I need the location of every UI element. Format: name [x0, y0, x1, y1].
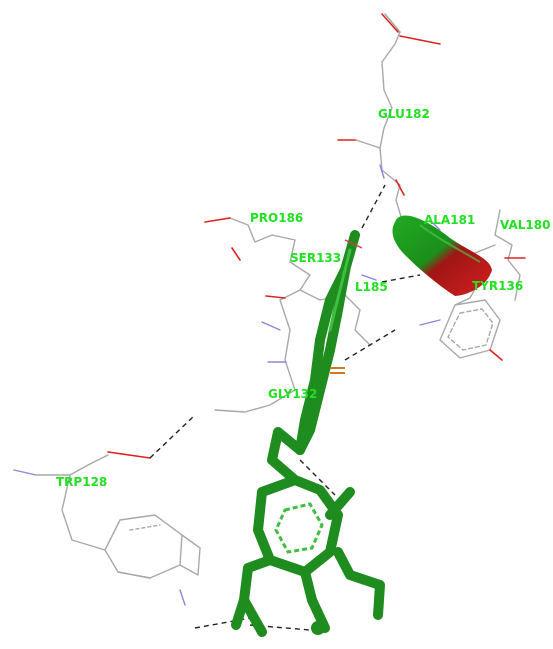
residue-labels: GLU182 ALA181 VAL180 PRO186 SER133 L185 … [56, 107, 550, 489]
label-val180: VAL180 [500, 218, 550, 232]
ligand [231, 230, 385, 637]
glu182-structure [337, 13, 441, 221]
label-glu182: GLU182 [378, 107, 430, 121]
trp128-structure [13, 451, 201, 606]
gly132-structure [214, 329, 296, 413]
label-tyr136: TYR136 [472, 279, 523, 293]
helix-cartoon [392, 215, 492, 296]
label-ser133: SER133 [290, 251, 341, 265]
label-pro186: PRO186 [250, 211, 303, 225]
label-gly132: GLY132 [268, 387, 317, 401]
label-ala181: ALA181 [424, 213, 475, 227]
label-trp128: TRP128 [56, 475, 107, 489]
label-l185: L185 [355, 280, 388, 294]
